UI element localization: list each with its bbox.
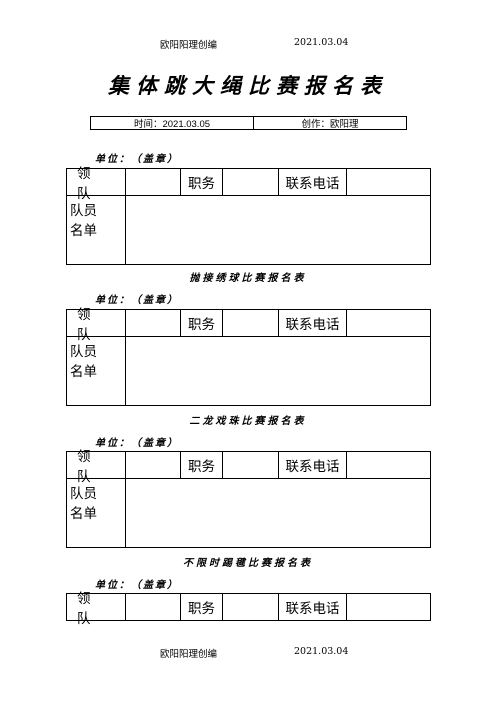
position-input[interactable]	[223, 310, 279, 336]
leader-input[interactable]	[126, 310, 181, 336]
position-input[interactable]	[223, 169, 279, 195]
phone-input[interactable]	[347, 310, 430, 336]
members-row: 队员名单	[67, 336, 430, 405]
meta-time: 时间：2021.03.05	[91, 117, 254, 130]
section-title-3: 二龙戏珠比赛报名表	[189, 416, 307, 427]
members-input[interactable]	[126, 337, 430, 405]
phone-label: 联系电话	[279, 169, 347, 195]
section-title-4: 不限时踢毽比赛报名表	[183, 558, 313, 569]
members-label: 队员名单	[67, 337, 126, 405]
phone-label: 联系电话	[279, 594, 347, 620]
leader-row: 领队 职务 联系电话	[67, 166, 430, 201]
meta-creator: 创作：欧阳理	[301, 119, 359, 130]
position-label: 职务	[181, 310, 223, 336]
members-label: 队员名单	[67, 479, 126, 547]
leader-input[interactable]	[126, 169, 181, 195]
registration-form-4: 领队 职务 联系电话	[66, 591, 431, 626]
position-label: 职务	[181, 452, 223, 478]
leader-input[interactable]	[126, 594, 181, 620]
page-footer: 欧阳阳理创编 2021.03.04	[0, 646, 496, 660]
members-label: 队员名单	[67, 196, 126, 264]
registration-form-3: 领队 职务 联系电话 队员名单	[66, 449, 431, 548]
members-row: 队员名单	[67, 478, 430, 547]
document-title: 集体跳大绳比赛报名表	[108, 73, 388, 98]
leader-label: 领队	[67, 449, 126, 484]
unit-label-1: 单位：（盖章）	[95, 154, 179, 165]
position-input[interactable]	[223, 594, 279, 620]
header-author: 欧阳阳理创编	[160, 40, 218, 51]
unit-label-2: 单位：（盖章）	[95, 295, 179, 306]
leader-label: 领队	[67, 307, 126, 342]
footer-author: 欧阳阳理创编	[160, 649, 218, 660]
unit-label-4: 单位：（盖章）	[95, 580, 179, 591]
leader-row: 领队 职务 联系电话	[67, 591, 430, 626]
unit-label-3: 单位：（盖章）	[95, 438, 179, 449]
leader-input[interactable]	[126, 452, 181, 478]
phone-label: 联系电话	[279, 310, 347, 336]
leader-row: 领队 职务 联系电话	[67, 449, 430, 484]
position-label: 职务	[181, 594, 223, 620]
registration-form-2: 领队 职务 联系电话 队员名单	[66, 307, 431, 406]
leader-label: 领队	[67, 166, 126, 201]
meta-table: 时间：2021.03.05 创作：欧阳理	[90, 116, 407, 130]
position-label: 职务	[181, 169, 223, 195]
phone-input[interactable]	[347, 169, 430, 195]
footer-date: 2021.03.04	[294, 646, 349, 657]
members-input[interactable]	[126, 479, 430, 547]
members-row: 队员名单	[67, 195, 430, 264]
header-date: 2021.03.04	[294, 37, 349, 48]
phone-label: 联系电话	[279, 452, 347, 478]
phone-input[interactable]	[347, 452, 430, 478]
phone-input[interactable]	[347, 594, 430, 620]
section-title-2: 抛接绣球比赛报名表	[189, 273, 307, 284]
position-input[interactable]	[223, 452, 279, 478]
page-header: 欧阳阳理创编 2021.03.04	[0, 37, 496, 51]
registration-form-1: 领队 职务 联系电话 队员名单	[66, 166, 431, 265]
leader-row: 领队 职务 联系电话	[67, 307, 430, 342]
leader-label: 领队	[67, 591, 126, 626]
members-input[interactable]	[126, 196, 430, 264]
